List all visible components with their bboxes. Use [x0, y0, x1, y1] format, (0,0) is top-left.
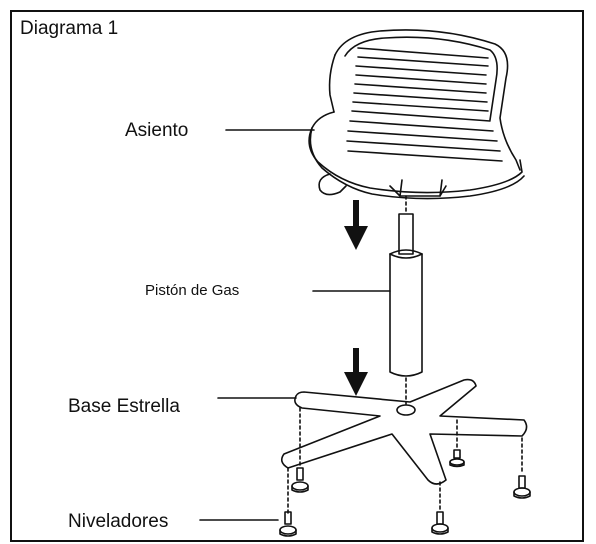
diagram-title: Diagrama 1 [20, 18, 119, 39]
leveler-icon [279, 511, 297, 537]
down-arrow-icon [344, 200, 368, 250]
gas-piston-label: Pistón de Gas [145, 282, 240, 299]
star-base-illustration [280, 378, 528, 485]
seat-label: Asiento [125, 120, 189, 141]
down-arrow-icon [344, 348, 368, 396]
leveler-icon [449, 449, 465, 468]
leveler-guide-lines [287, 407, 523, 515]
seat-illustration [308, 29, 525, 200]
leveler-icon [513, 475, 531, 499]
diagram-frame [10, 10, 584, 542]
star-base-label: Base Estrella [68, 396, 180, 417]
leveler-icon [291, 467, 309, 493]
levelers-label: Niveladores [68, 511, 169, 532]
leveler-icon [431, 511, 449, 535]
gas-piston-illustration [389, 213, 423, 377]
